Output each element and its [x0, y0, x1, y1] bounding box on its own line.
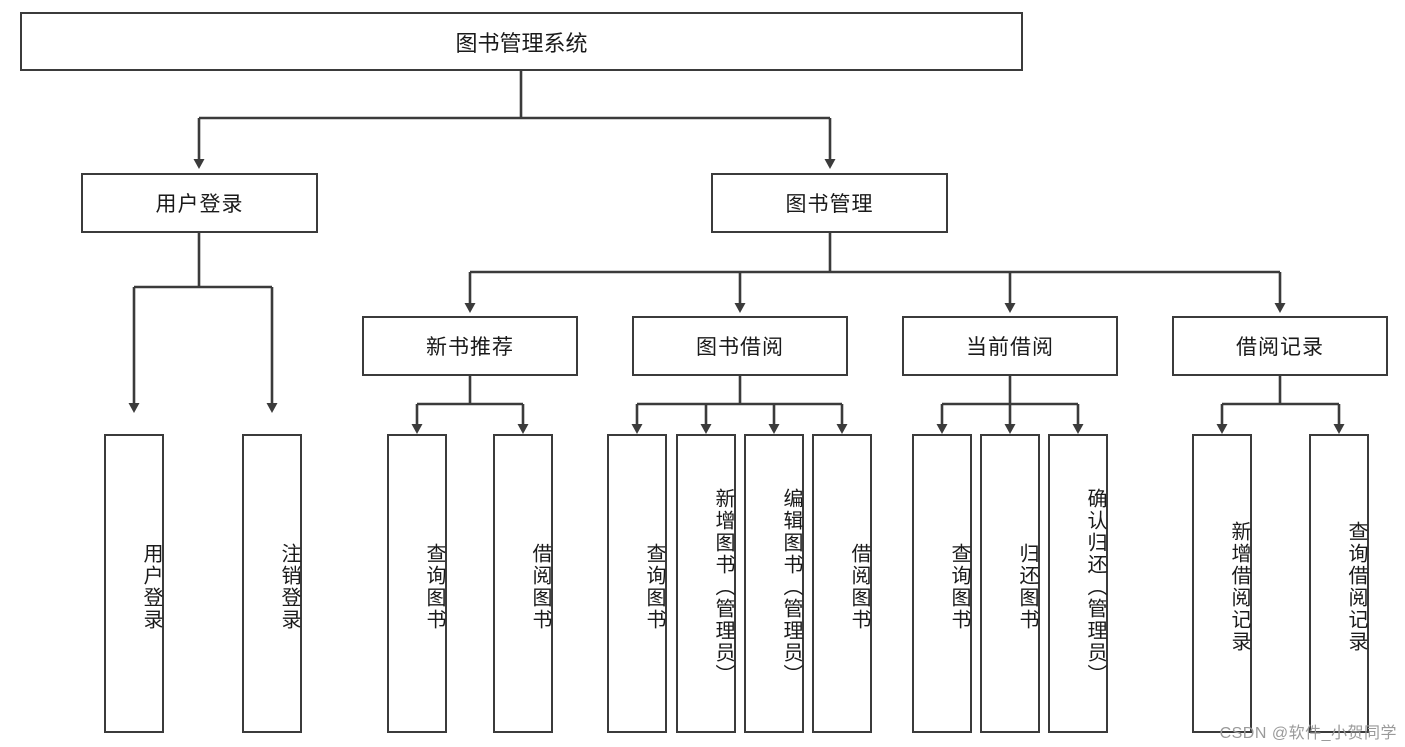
- watermark-text: CSDN @软件_小贺同学: [1219, 725, 1397, 742]
- leaf-label: 新增图书（管理员）: [712, 487, 734, 686]
- leaf-label: 查询图书: [423, 542, 445, 631]
- node-current-borrow-label: 当前借阅: [966, 336, 1054, 359]
- leaf-label: 查询图书: [643, 542, 665, 631]
- leaf-label: 编辑图书（管理员）: [780, 487, 802, 686]
- leaf-current-borrow-confirm-return[interactable]: 确认归还（管理员）: [1048, 434, 1108, 733]
- leaf-book-borrow-query[interactable]: 查询图书: [607, 434, 667, 733]
- leaf-label: 查询借阅记录: [1345, 520, 1367, 653]
- leaf-book-borrow-borrow[interactable]: 借阅图书: [812, 434, 872, 733]
- node-book-management-label: 图书管理: [785, 193, 874, 216]
- leaf-borrow-record-query[interactable]: 查询借阅记录: [1309, 434, 1369, 733]
- node-root-label: 图书管理系统: [455, 30, 588, 56]
- node-new-book-recommend[interactable]: 新书推荐: [362, 316, 578, 376]
- node-book-borrow-label: 图书借阅: [696, 336, 784, 359]
- node-book-borrow[interactable]: 图书借阅: [632, 316, 848, 376]
- leaf-label: 用户登录: [140, 542, 162, 631]
- leaf-label: 借阅图书: [848, 542, 870, 631]
- leaf-current-borrow-return[interactable]: 归还图书: [980, 434, 1040, 733]
- leaf-label: 新增借阅记录: [1228, 520, 1250, 653]
- leaf-current-borrow-query[interactable]: 查询图书: [912, 434, 972, 733]
- leaf-user-login-logout[interactable]: 注销登录: [242, 434, 302, 733]
- node-borrow-record-label: 借阅记录: [1236, 336, 1324, 359]
- leaf-label: 归还图书: [1016, 542, 1038, 631]
- leaf-label: 确认归还（管理员）: [1084, 487, 1106, 686]
- node-book-management[interactable]: 图书管理: [711, 173, 948, 233]
- leaf-new-book-borrow[interactable]: 借阅图书: [493, 434, 553, 733]
- leaf-book-borrow-add[interactable]: 新增图书（管理员）: [676, 434, 736, 733]
- leaf-label: 借阅图书: [529, 542, 551, 631]
- leaf-label: 查询图书: [948, 542, 970, 631]
- leaf-new-book-query[interactable]: 查询图书: [387, 434, 447, 733]
- node-user-login[interactable]: 用户登录: [81, 173, 318, 233]
- node-current-borrow[interactable]: 当前借阅: [902, 316, 1118, 376]
- node-root-system[interactable]: 图书管理系统: [20, 12, 1023, 71]
- leaf-user-login-login[interactable]: 用户登录: [104, 434, 164, 733]
- node-borrow-record[interactable]: 借阅记录: [1172, 316, 1388, 376]
- node-user-login-label: 用户登录: [155, 193, 244, 216]
- leaf-borrow-record-add[interactable]: 新增借阅记录: [1192, 434, 1252, 733]
- leaf-book-borrow-edit[interactable]: 编辑图书（管理员）: [744, 434, 804, 733]
- node-new-book-recommend-label: 新书推荐: [426, 336, 514, 359]
- leaf-label: 注销登录: [278, 542, 300, 631]
